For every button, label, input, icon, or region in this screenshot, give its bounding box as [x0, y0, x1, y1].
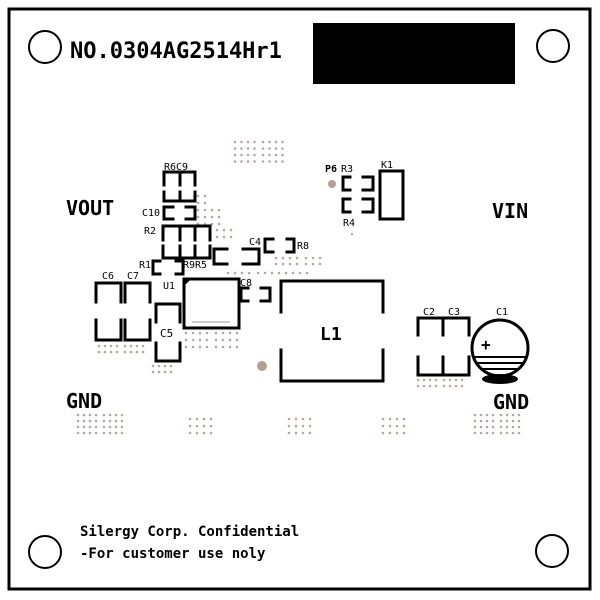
label-c10: C10 [142, 208, 160, 219]
pin1-marker-icon [184, 279, 191, 286]
net-label-gnd-left: GND [66, 389, 102, 413]
footprint-r4 [341, 197, 375, 214]
mounting-hole-icon [28, 535, 62, 569]
footprint-r6c9 [162, 170, 197, 187]
label-l1: L1 [320, 324, 342, 345]
mounting-hole-icon [28, 30, 62, 64]
label-r4: R4 [343, 218, 355, 229]
label-r1: R1 [139, 260, 151, 271]
footprint-u1 [182, 277, 241, 330]
label-c8: C8 [240, 278, 252, 289]
footprint-r9r5 [161, 244, 212, 260]
label-k1: K1 [381, 160, 393, 171]
label-r6c9: R6C9 [164, 162, 188, 173]
label-r2: R2 [144, 226, 156, 237]
mounting-hole-icon [536, 29, 570, 63]
c1-base [482, 374, 518, 384]
via-array-top [76, 140, 521, 435]
label-p6: P6 [325, 164, 337, 175]
label-c4: C4 [249, 237, 261, 248]
footprint-c8 [239, 286, 272, 303]
footprint-c10 [162, 205, 197, 221]
part-number: NO.0304AG2514Hr1 [70, 39, 282, 64]
net-label-gnd-right: GND [493, 390, 529, 414]
footprint-r2 [161, 224, 212, 242]
label-c3: C3 [448, 307, 460, 318]
footprint-c4 [263, 237, 296, 254]
fiducial-icon [257, 361, 267, 371]
label-c7: C7 [127, 271, 139, 282]
label-c6: C6 [102, 271, 114, 282]
label-c1: C1 [496, 307, 508, 318]
footprint-r1 [151, 259, 185, 276]
confidential-line-2: -For customer use noly [80, 546, 266, 562]
label-r3: R3 [341, 164, 353, 175]
footprint-c6 [94, 281, 123, 342]
footprint-resistor-mid [212, 247, 261, 266]
footprint-r6c9-bottom [162, 190, 197, 203]
confidential-line-1: Silergy Corp. Confidential [80, 524, 299, 540]
net-label-vin: VIN [492, 199, 528, 223]
footprint-l1 [279, 279, 385, 383]
footprint-r3 [341, 175, 375, 192]
net-label-vout: VOUT [66, 196, 114, 220]
board-outline [7, 7, 592, 591]
c1-polarity-plus-icon: + [481, 335, 491, 354]
mounting-hole-icon [535, 534, 569, 568]
label-r8: R8 [297, 241, 309, 252]
test-point-p6 [328, 180, 336, 188]
label-u1: U1 [163, 281, 175, 292]
footprint-k1 [378, 169, 405, 221]
footprint-c5 [154, 302, 182, 363]
footprint-c3 [441, 316, 471, 377]
label-c2: C2 [423, 307, 435, 318]
label-r9r5: R9R5 [183, 260, 207, 271]
footprint-c7 [123, 281, 152, 342]
label-c5: C5 [160, 327, 173, 340]
redacted-block [313, 23, 515, 84]
via-dot [350, 232, 354, 236]
